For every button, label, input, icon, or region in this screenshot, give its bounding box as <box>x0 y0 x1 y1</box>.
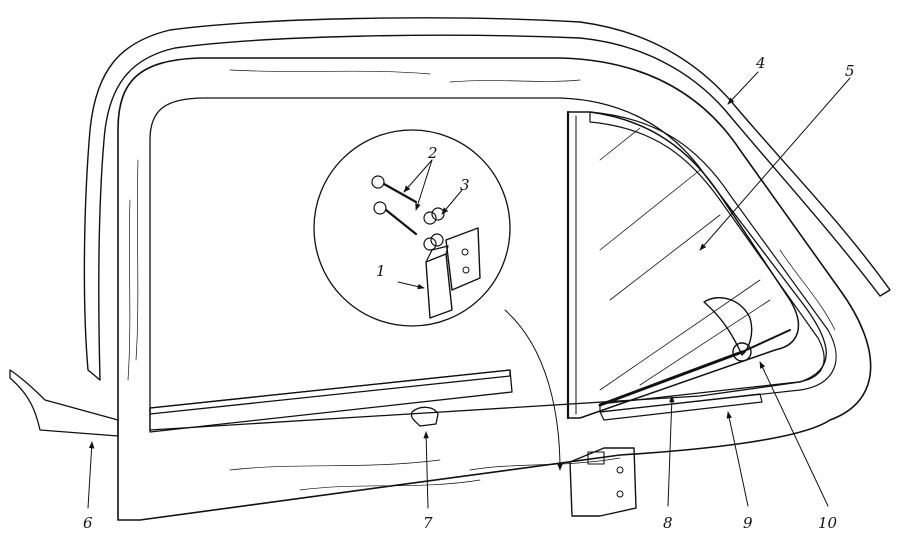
bolt-upper <box>371 175 418 204</box>
window-sill-strip <box>149 369 763 433</box>
hinge-bracket <box>425 227 481 319</box>
callout-labels: 1 2 3 4 5 6 7 8 9 10 <box>83 54 855 532</box>
quarter-window-latch <box>598 297 791 407</box>
callout-6: 6 <box>83 514 93 532</box>
washer-nut <box>423 207 445 251</box>
callout-1: 1 <box>376 262 386 280</box>
callout-3: 3 <box>460 176 470 194</box>
callout-4: 4 <box>755 54 766 72</box>
door-frame <box>117 57 872 521</box>
callout-8: 8 <box>663 514 673 532</box>
callout-10: 10 <box>818 514 838 532</box>
hinge-detail-circle <box>313 129 511 327</box>
quarter-window-glass <box>566 110 800 420</box>
quarter-light-seal <box>589 111 837 413</box>
leader-lines <box>87 71 851 509</box>
callout-2: 2 <box>427 144 438 162</box>
callout-5: 5 <box>845 62 855 80</box>
hinge-on-door <box>569 447 637 517</box>
clip-7 <box>410 406 439 427</box>
seal-tail-6 <box>9 369 119 437</box>
callout-7: 7 <box>423 514 433 532</box>
bolt-lower <box>373 201 418 236</box>
body-seal-strip <box>83 17 891 381</box>
callout-9: 9 <box>743 514 753 532</box>
